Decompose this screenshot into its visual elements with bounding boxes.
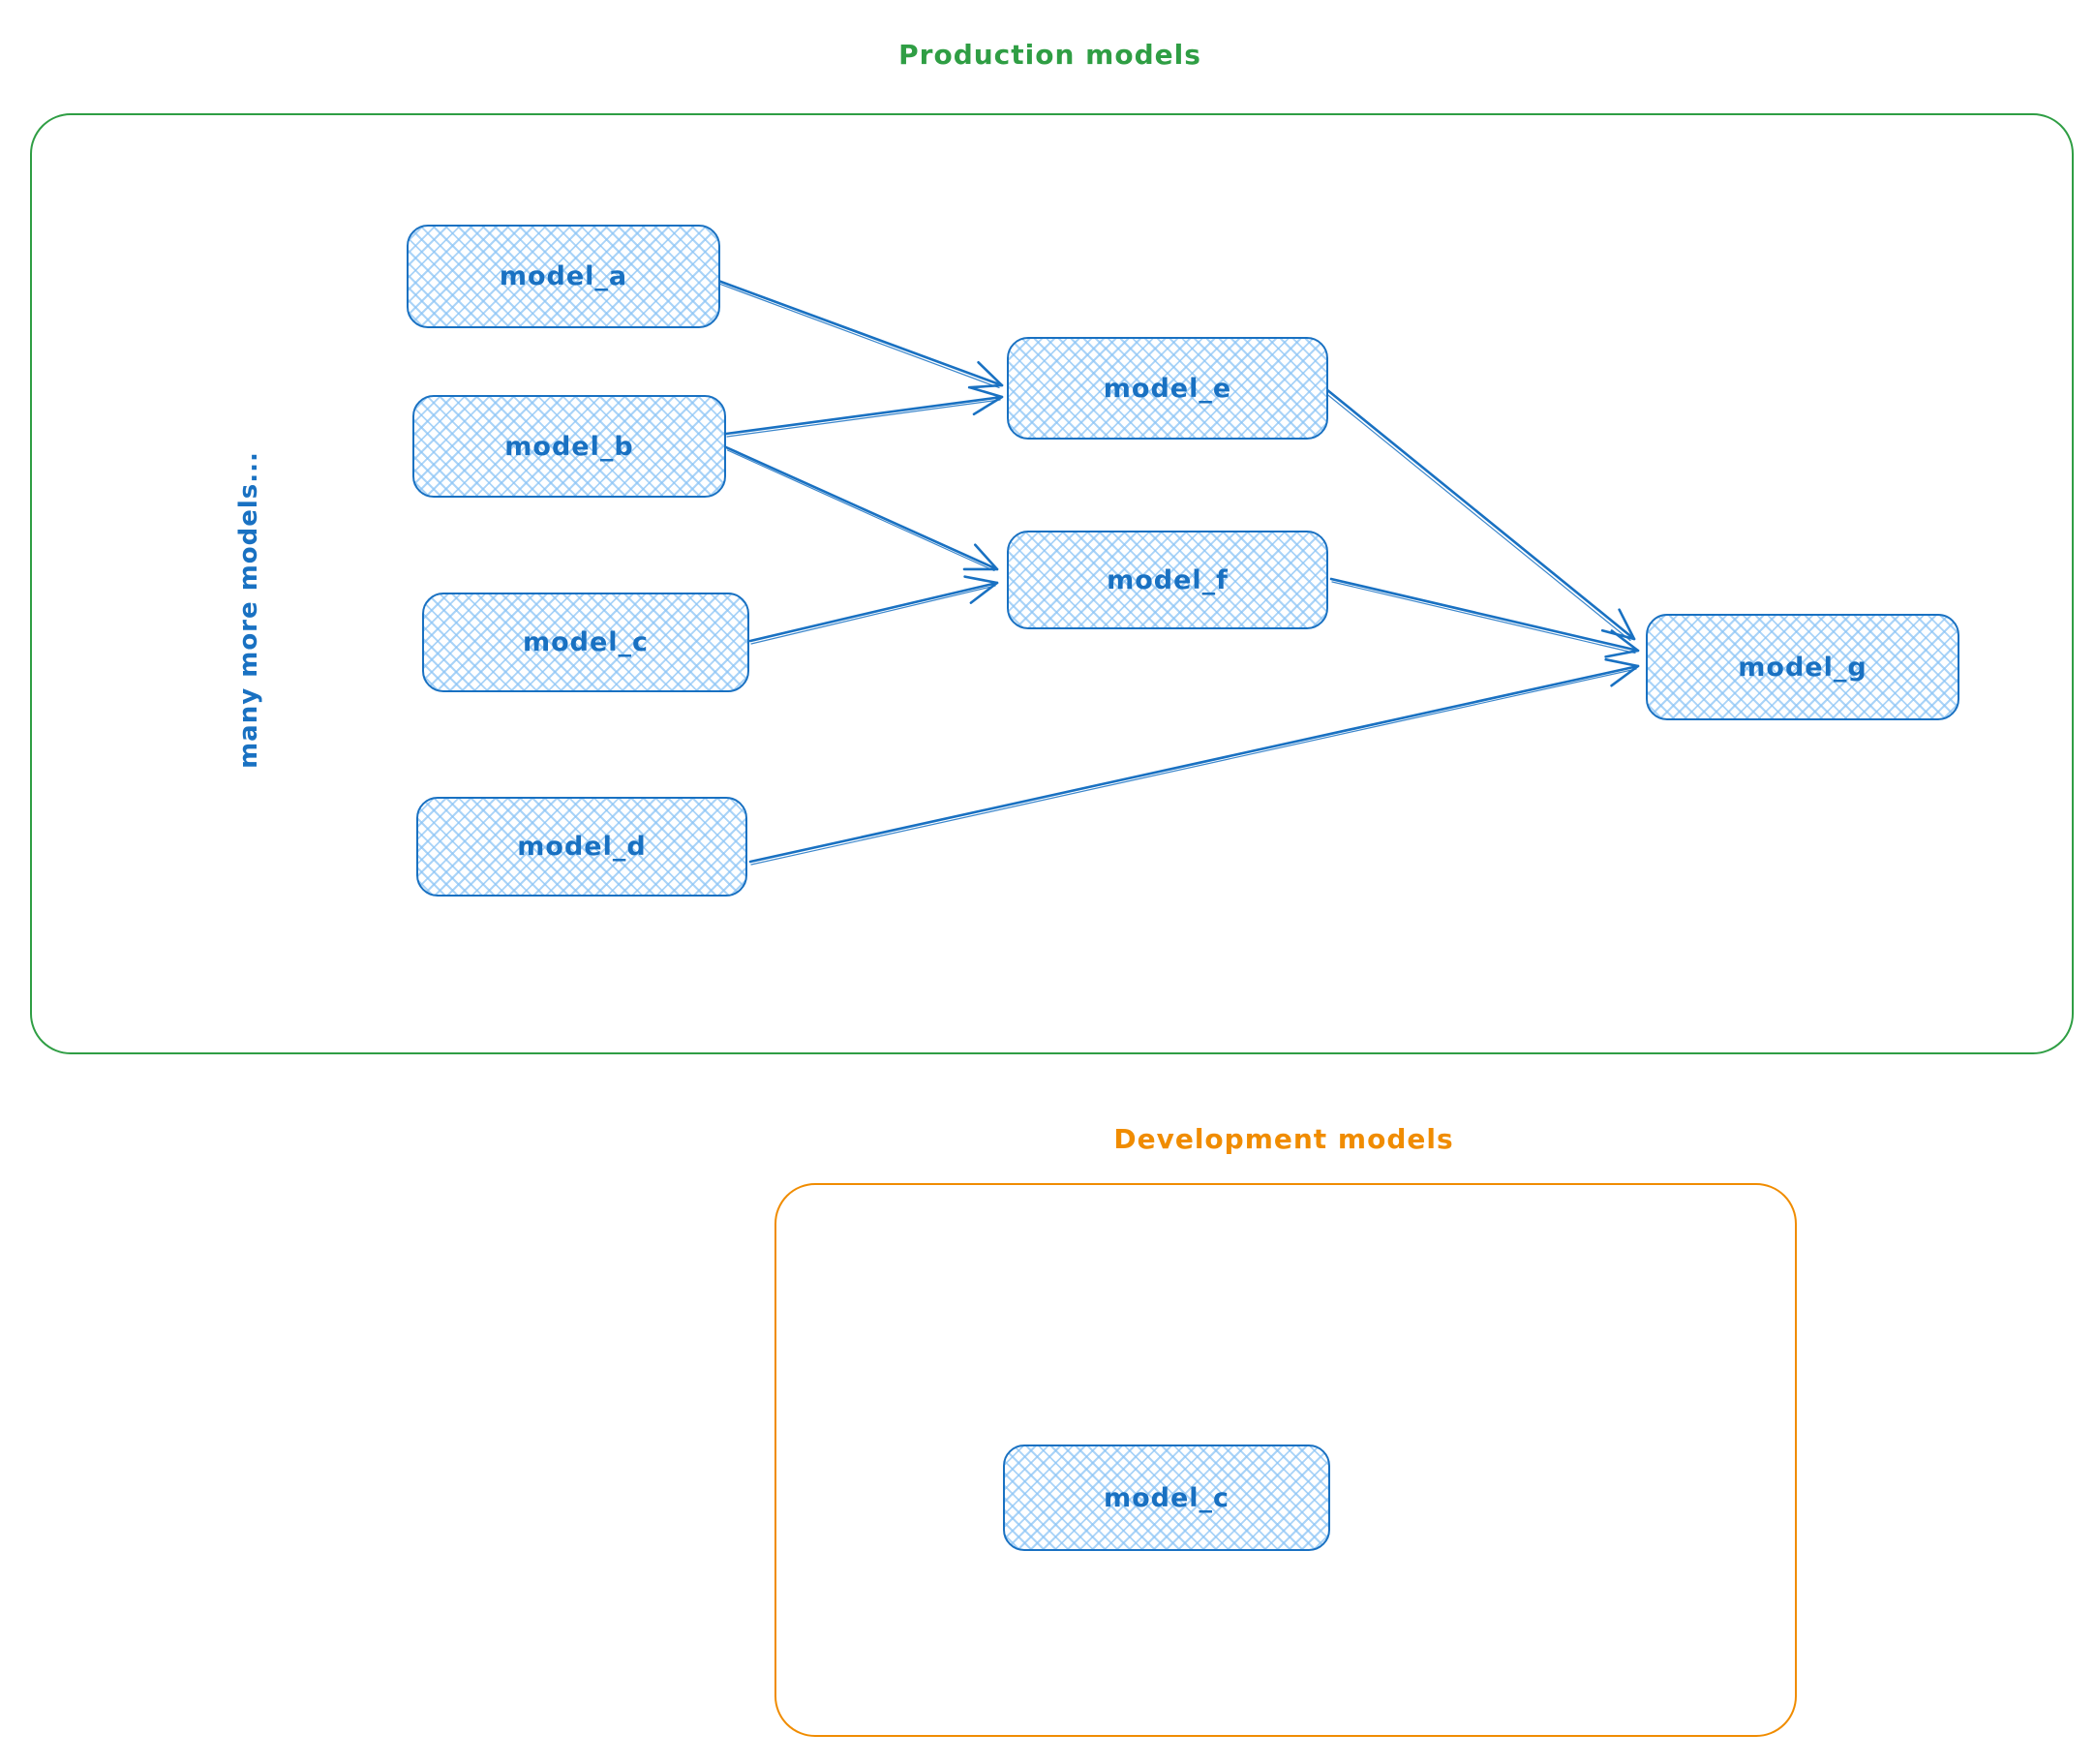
node-label-model-b: model_b bbox=[504, 431, 634, 462]
node-label-model-e: model_e bbox=[1103, 373, 1232, 404]
production-group-title: Production models bbox=[898, 39, 1201, 71]
node-model-c: model_c bbox=[422, 593, 749, 692]
development-group-title: Development models bbox=[1113, 1123, 1454, 1155]
node-model-a: model_a bbox=[407, 225, 720, 328]
node-model-e: model_e bbox=[1007, 337, 1328, 440]
production-group-box bbox=[30, 113, 2074, 1054]
node-label-model-f: model_f bbox=[1107, 564, 1229, 595]
node-model-b: model_b bbox=[412, 395, 726, 498]
node-model-g: model_g bbox=[1646, 614, 1959, 720]
development-group-box bbox=[774, 1183, 1797, 1737]
node-label-model-g: model_g bbox=[1738, 652, 1867, 683]
node-model-f: model_f bbox=[1007, 531, 1328, 629]
node-label-model-c-dev: model_c bbox=[1103, 1482, 1230, 1513]
node-label-model-a: model_a bbox=[499, 261, 628, 291]
node-label-model-d: model_d bbox=[517, 832, 647, 862]
node-model-c-dev: model_c bbox=[1003, 1445, 1330, 1551]
node-model-d: model_d bbox=[416, 797, 747, 897]
many-more-models-note: many more models... bbox=[234, 451, 263, 769]
node-label-model-c: model_c bbox=[522, 627, 650, 657]
